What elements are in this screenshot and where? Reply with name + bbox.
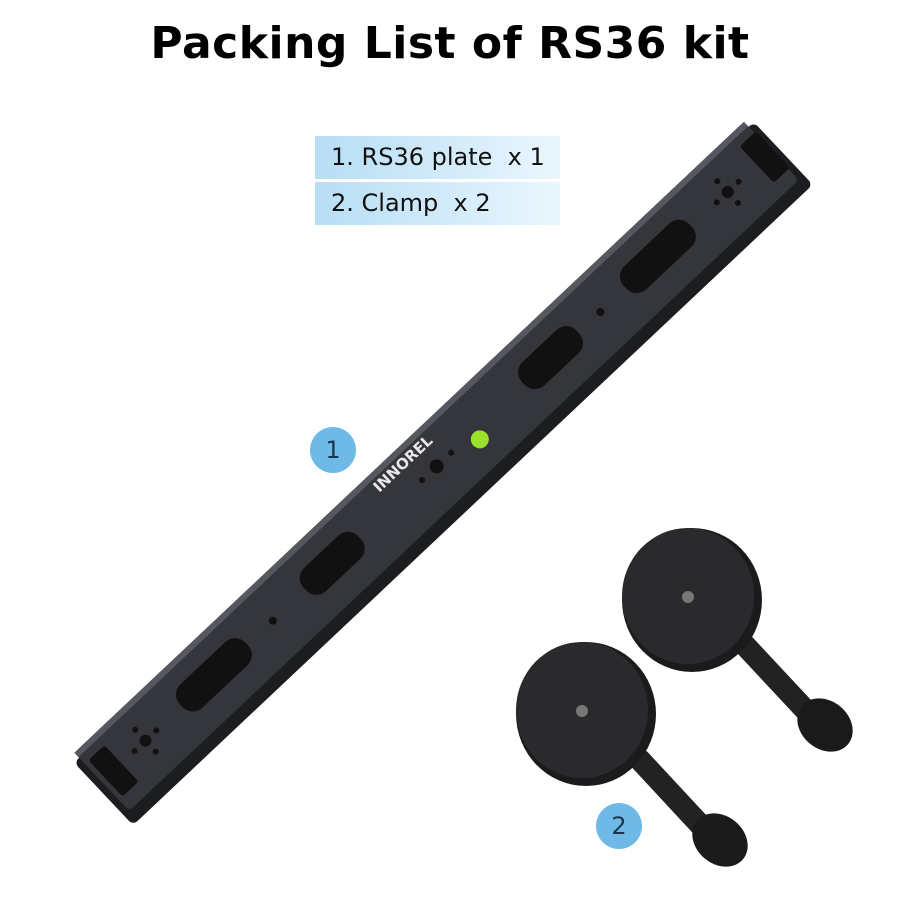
list-item: 1. RS36 plate x 1 xyxy=(315,136,560,179)
rs36-plate: INNOREL xyxy=(74,121,811,823)
list-item: 2. Clamp x 2 xyxy=(315,182,560,225)
bubble-level xyxy=(470,430,489,449)
item-number-badge: 1 xyxy=(310,427,356,473)
clamp-1 xyxy=(622,528,853,752)
clamp-2 xyxy=(516,642,748,867)
packing-list: 1. RS36 plate x 1 2. Clamp x 2 xyxy=(315,136,560,228)
item-number-badge: 2 xyxy=(596,803,642,849)
page-title: Packing List of RS36 kit xyxy=(150,18,750,69)
